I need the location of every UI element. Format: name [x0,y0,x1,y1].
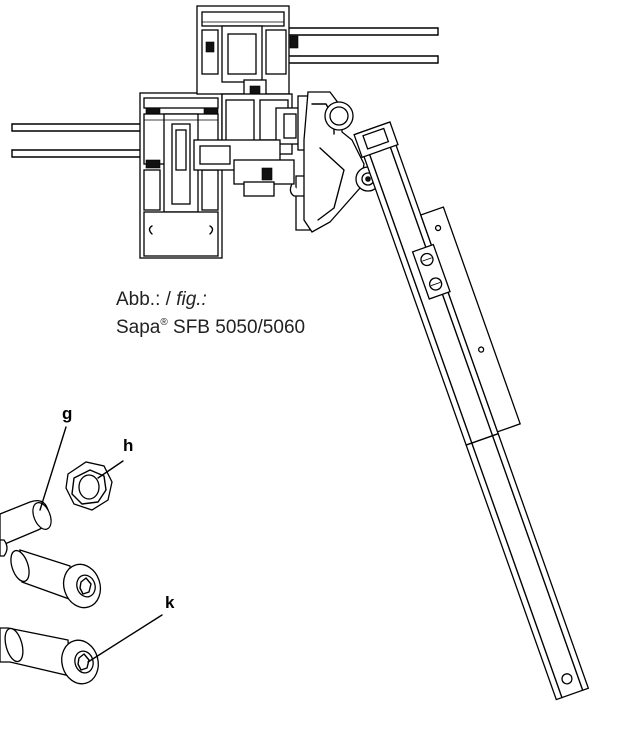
leader-lines [39,426,163,663]
mullion-profile [139,92,223,259]
caption-line-2: Sapa® SFB 5050/5060 [116,311,305,339]
caption-prefix: Abb.: / [116,289,177,310]
label-g: g [62,404,73,423]
caption-fig: fig.: [176,289,207,310]
glass-pane-right [289,27,439,64]
cap-screw-k [0,627,99,685]
caption-brand: Sapa [116,317,161,338]
screw-g [0,499,52,557]
transom-profile [196,5,299,99]
glass-pane-left [11,123,143,158]
caption-line-1: Abb.: / fig.: [116,288,305,311]
nut-h [65,461,113,511]
figure-caption: Abb.: / fig.: Sapa® SFB 5050/5060 [116,288,305,339]
bracket [303,91,381,233]
cap-screw-upper [10,549,102,609]
stay-arm [353,121,590,701]
registered-mark: ® [160,317,168,328]
label-k: k [165,593,175,612]
caption-model: SFB 5050/5060 [167,317,306,338]
label-h: h [123,436,134,455]
